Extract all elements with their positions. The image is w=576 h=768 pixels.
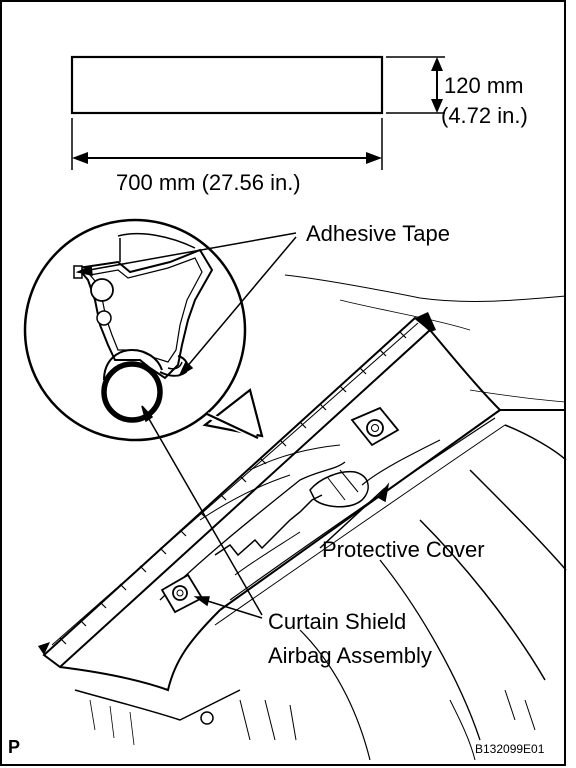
pillar-scene	[42, 274, 567, 761]
width-dimension	[71, 118, 383, 170]
height-dimension	[386, 56, 445, 114]
shading-marks	[38, 312, 436, 655]
figure-code: B132099E01	[475, 742, 545, 756]
leader-lines	[75, 232, 390, 619]
width-dimension-label: 700 mm (27.56 in.)	[116, 170, 301, 195]
height-inch-label: (4.72 in.)	[441, 103, 528, 128]
airbag-assembly-label: Airbag Assembly	[268, 643, 432, 668]
corner-mark: P	[8, 737, 21, 757]
curtain-shield-label: Curtain Shield	[268, 609, 407, 634]
height-mm-label: 120 mm	[444, 73, 524, 98]
tape-piece-rectangle	[70, 55, 384, 115]
adhesive-tape-label: Adhesive Tape	[306, 221, 450, 246]
protective-cover-label: Protective Cover	[322, 537, 485, 562]
detail-zoom-callout	[23, 218, 264, 442]
